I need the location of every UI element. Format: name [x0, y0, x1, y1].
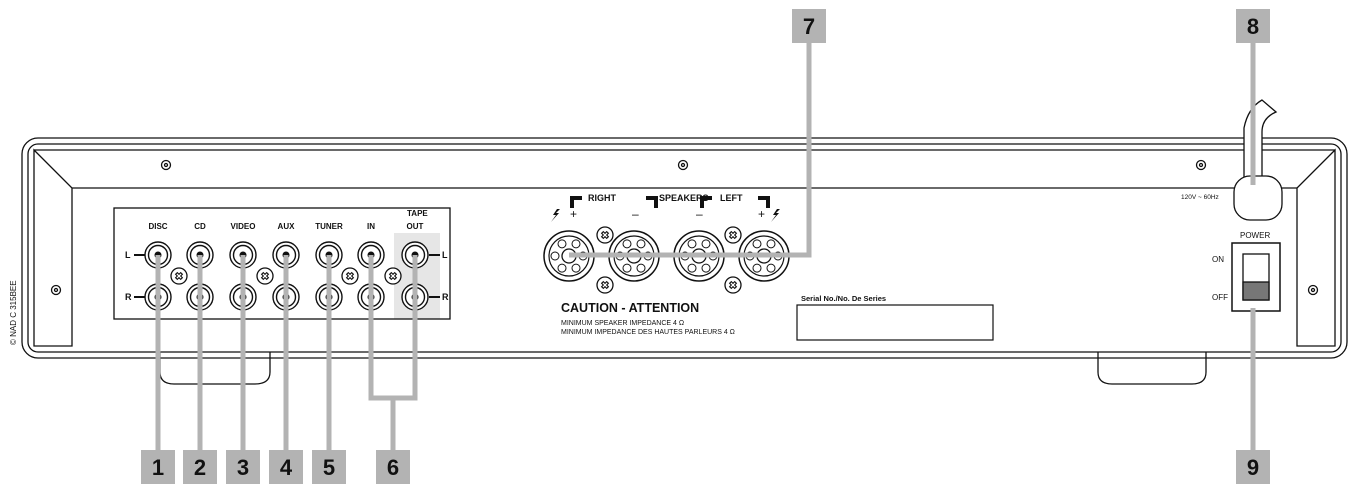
lightning-icon — [551, 209, 560, 222]
label-tape: TAPE — [407, 209, 428, 218]
caution-line-1: MINIMUM SPEAKER IMPEDANCE 4 Ω — [561, 320, 684, 327]
power-label: POWER — [1240, 231, 1270, 240]
plus-right: + — [570, 207, 577, 221]
callout-4: 4 — [269, 450, 303, 484]
callout-9: 9 — [1236, 450, 1270, 484]
serial-number-area: Serial No./No. De Series — [796, 294, 994, 341]
ground-screw-icon — [341, 267, 359, 285]
callout-3: 3 — [226, 450, 260, 484]
speaker-screw-icon — [724, 226, 742, 244]
callout-8: 8 — [1236, 9, 1270, 43]
ground-screws — [170, 267, 402, 285]
label-left-channel-out: L — [442, 250, 448, 260]
label-disc: DISC — [148, 222, 167, 231]
callout-1: 1 — [141, 450, 175, 484]
speaker-section: RIGHT SPEAKERS LEFT + – – + CAUTION - AT… — [543, 193, 790, 336]
copyright-text: © NAD C 315BEE — [9, 280, 18, 345]
callout-7: 7 — [792, 9, 826, 43]
speaker-screw-icon — [596, 276, 614, 294]
power-on-label: ON — [1212, 255, 1224, 264]
input-panel: TAPE DISC CD VIDEO AUX TUNER IN OUT L R … — [113, 207, 451, 320]
callout-number: 7 — [803, 14, 815, 39]
callout-number: 3 — [237, 455, 249, 480]
callout-number: 1 — [152, 455, 164, 480]
lightning-icon-right — [771, 209, 780, 222]
speaker-screw-icon — [724, 276, 742, 294]
power-off-label: OFF — [1212, 293, 1228, 302]
ground-screw-icon — [170, 267, 188, 285]
plus-left: + — [758, 207, 765, 221]
label-tuner: TUNER — [315, 222, 343, 231]
power-cord — [1243, 99, 1278, 185]
speaker-screw-icon — [596, 226, 614, 244]
callout-number: 6 — [387, 455, 399, 480]
label-speaker-left: LEFT — [720, 193, 743, 203]
callouts: 1 2 3 4 5 6 7 8 9 — [141, 9, 1270, 484]
callout-number: 5 — [323, 455, 335, 480]
screws — [50, 159, 1319, 296]
voltage-label: 120V ~ 60Hz — [1181, 194, 1219, 201]
label-speakers: SPEAKERS — [659, 193, 709, 203]
callout-5: 5 — [312, 450, 346, 484]
serial-label: Serial No./No. De Series — [801, 294, 886, 303]
label-aux: AUX — [278, 222, 296, 231]
label-cd: CD — [194, 222, 206, 231]
callout-number: 9 — [1247, 455, 1259, 480]
ground-screw-icon — [256, 267, 274, 285]
callout-6: 6 — [376, 450, 410, 484]
label-right-channel-out: R — [442, 292, 449, 302]
caution-line-2: MINIMUM IMPEDANCE DES HAUTES PARLEURS 4 … — [561, 329, 735, 336]
feet — [159, 352, 1207, 385]
label-tape-in: IN — [367, 222, 375, 231]
callout-number: 8 — [1247, 14, 1259, 39]
ground-screw-icon — [384, 267, 402, 285]
callout-number: 2 — [194, 455, 206, 480]
label-video: VIDEO — [231, 222, 256, 231]
callout-number: 4 — [280, 455, 293, 480]
binding-posts — [543, 226, 790, 294]
power-section: 120V ~ 60Hz POWER ON OFF — [1181, 99, 1283, 312]
caution-title: CAUTION - ATTENTION — [561, 301, 699, 315]
label-tape-out: OUT — [407, 222, 424, 231]
minus-left: – — [696, 207, 703, 221]
label-right-channel: R — [125, 292, 132, 302]
label-left-channel: L — [125, 250, 131, 260]
chassis — [21, 137, 1348, 359]
minus-right: – — [632, 207, 639, 221]
callout-2: 2 — [183, 450, 217, 484]
leader-lines — [155, 42, 1256, 450]
label-speaker-right: RIGHT — [588, 193, 617, 203]
